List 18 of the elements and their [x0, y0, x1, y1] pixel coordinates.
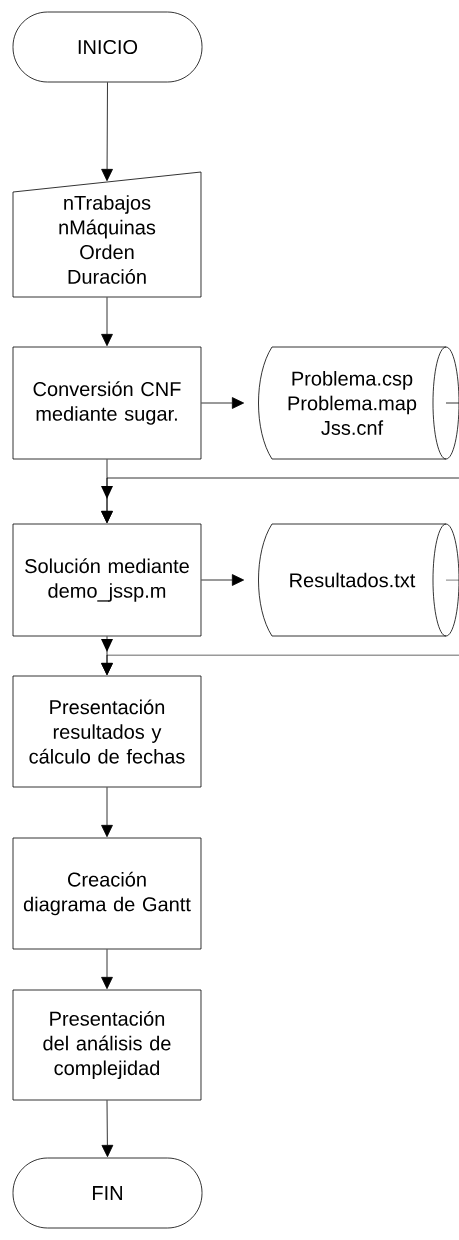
arrow — [101, 787, 113, 838]
arrow — [101, 297, 113, 347]
arrow — [101, 1100, 114, 1158]
process-box: Presentación resultados y cálculo de fechas — [12, 675, 202, 788]
node-label: Jss.cnf — [321, 420, 384, 436]
arrow — [101, 82, 113, 182]
process-box: Presentación del análisis de complejidad — [12, 989, 202, 1101]
arrow — [201, 397, 245, 409]
process-box: Solución mediante demo_jssp.m — [12, 523, 202, 637]
arrow — [101, 654, 459, 676]
node-label: Problema.csp — [292, 371, 413, 390]
node-label: Problema.map — [288, 395, 417, 415]
arrow — [101, 477, 459, 524]
process-box: Conversión CNF mediante sugar. — [12, 346, 202, 460]
arrow — [201, 574, 245, 586]
arrow — [101, 949, 113, 990]
node-label: Resultados.txt — [290, 572, 416, 588]
process-box: Creación diagrama de Gantt — [12, 837, 202, 950]
